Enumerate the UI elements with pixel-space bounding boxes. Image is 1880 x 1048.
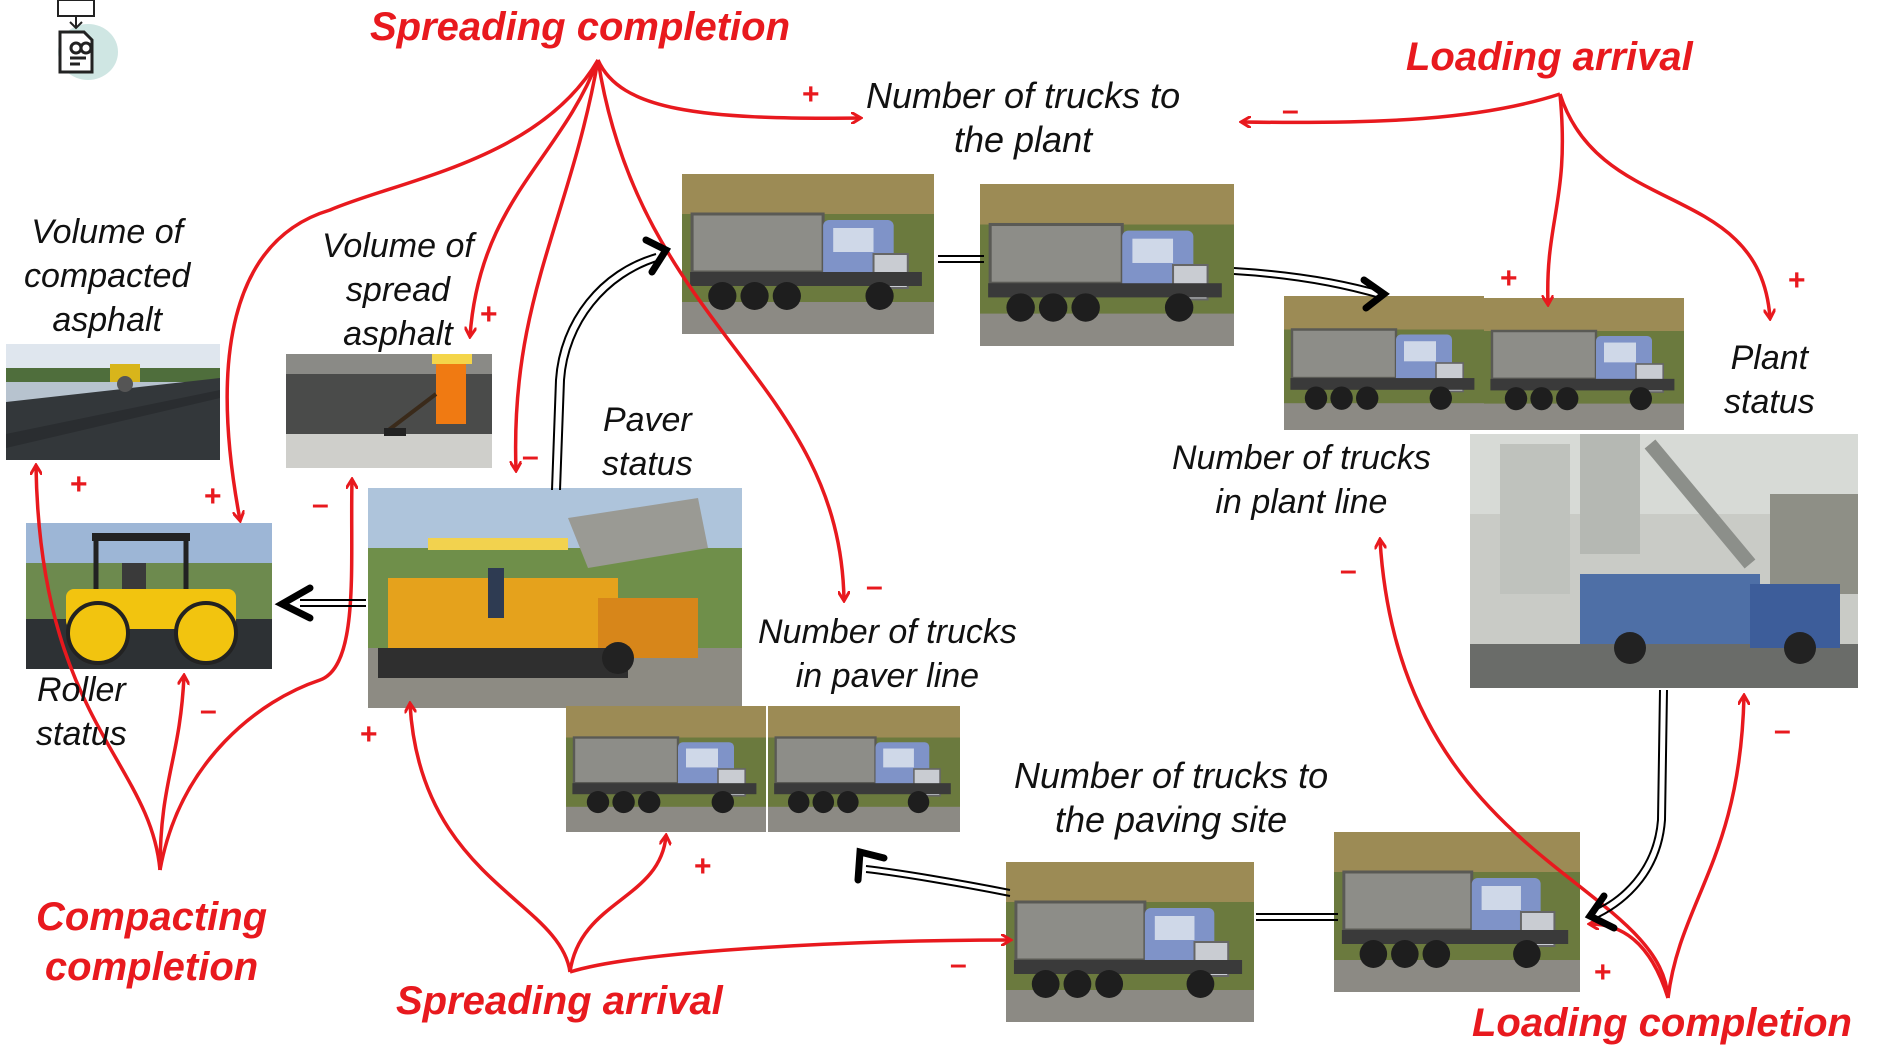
flow-to-paver-line (865, 865, 1011, 891)
sign-plus: + (70, 468, 88, 501)
dump-truck-photo (1284, 296, 1484, 430)
roller-photo (26, 523, 272, 669)
label-paver-line: Number of trucks in paver line (758, 610, 1017, 698)
arrow-sc-spread (470, 59, 600, 336)
sign-minus: – (1282, 94, 1299, 127)
arrow-sa-paver (410, 704, 572, 973)
label-plant-1: Plant (1730, 339, 1809, 377)
label-compacted-2: compacted (24, 257, 191, 295)
dump-truck-photo (980, 184, 1234, 346)
label-spread-2: spread (345, 271, 450, 309)
label-paver-line-2: in paver line (795, 657, 980, 695)
sign-minus: – (1774, 714, 1791, 747)
arrow-cc-spread (158, 480, 352, 871)
arrow-la-trucks-to-plant (1242, 92, 1561, 122)
flow-head-roller (274, 584, 314, 622)
label-plant-2: status (1724, 383, 1815, 421)
arrow-la-plant-line (1548, 93, 1565, 304)
label-trucks-to-site-2: the paving site (1054, 799, 1288, 840)
label-compacted-asphalt: Volume of compacted asphalt (24, 210, 190, 342)
label-roller-2: status (36, 715, 127, 753)
sign-minus: – (1340, 554, 1357, 587)
label-trucks-to-plant-1: Number of trucks to (866, 75, 1181, 116)
event-loading-arrival: Loading arrival (1406, 35, 1693, 79)
label-compacted-1: Volume of (31, 213, 184, 251)
flow-head-plantline (1360, 276, 1390, 312)
flow-head-top (642, 236, 672, 276)
label-trucks-to-plant-2: the plant (953, 119, 1093, 160)
label-spread-1: Volume of (322, 227, 474, 265)
arrow-sc-roller (225, 59, 600, 520)
label-paver-2: status (602, 445, 693, 483)
label-plant-status: Plant status (1724, 336, 1815, 424)
label-spread-asphalt: Volume of spread asphalt (322, 224, 474, 356)
dump-truck-photo (682, 174, 934, 334)
event-compacting-completion: Compacting completion (36, 892, 267, 992)
arrow-lc-plant-line (1380, 540, 1670, 999)
event-loading-completion: Loading completion (1472, 1001, 1852, 1045)
sign-minus: – (522, 440, 539, 473)
label-trucks-to-site-1: Number of trucks to (1014, 755, 1329, 796)
compacted-asphalt-photo (6, 344, 220, 460)
dump-truck-photo (768, 706, 960, 832)
arrow-sc-paver-line (596, 59, 844, 600)
dump-truck-photo (566, 706, 766, 832)
label-plant-line: Number of trucks in plant line (1172, 436, 1431, 524)
label-paver-status: Paver status (602, 398, 693, 486)
label-trucks-to-site: Number of trucks to the paving site (1014, 754, 1328, 842)
label-paver-line-1: Number of trucks (758, 613, 1017, 651)
dump-truck-photo (1484, 298, 1684, 430)
document-flow-icon (40, 0, 130, 92)
sign-plus: + (204, 480, 222, 513)
sign-minus: – (950, 948, 967, 981)
spread-asphalt-photo (286, 354, 492, 468)
arrow-lc-plant-status (1666, 696, 1744, 999)
label-paver-1: Paver (602, 401, 692, 439)
dump-truck-photo (1334, 832, 1580, 992)
event-compacting-line1: Compacting (36, 895, 268, 939)
label-roller-1: Roller (36, 671, 126, 709)
flow-paver-to-trucks (551, 253, 657, 491)
label-compacted-3: asphalt (52, 301, 162, 339)
sign-plus: + (1594, 956, 1612, 989)
arrow-sc-trucks-to-plant (596, 59, 860, 118)
arrow-sc-paver (516, 59, 600, 470)
sign-plus: + (1788, 264, 1806, 297)
sign-plus: + (480, 298, 498, 331)
sign-minus: – (200, 694, 217, 727)
arrow-la-plant-status (1558, 93, 1770, 318)
label-trucks-to-plant: Number of trucks to the plant (866, 74, 1180, 162)
flow-head-sitetruck (1584, 892, 1618, 932)
paver-photo (368, 488, 742, 708)
arrow-cc-roller (158, 676, 184, 871)
dump-truck-photo (1006, 862, 1254, 1022)
arrow-cc-compacted (36, 466, 162, 871)
sign-minus: – (866, 570, 883, 603)
label-plant-line-2: in plant line (1215, 483, 1388, 521)
flow-plant-to-site (1589, 689, 1661, 913)
label-roller-status: Roller status (36, 668, 127, 756)
event-compacting-line2: completion (44, 945, 259, 989)
sign-plus: + (360, 718, 378, 751)
label-plant-line-1: Number of trucks (1172, 439, 1431, 477)
sign-plus: + (694, 850, 712, 883)
flow-head-paverline (854, 847, 888, 884)
sign-plus: + (1500, 262, 1518, 295)
sign-plus: + (802, 78, 820, 111)
arrow-sa-trucks-to-site (569, 940, 1010, 974)
plant-photo (1470, 434, 1858, 688)
sign-minus: – (312, 488, 329, 521)
event-spreading-completion: Spreading completion (370, 5, 791, 49)
arrow-sa-paver-line (568, 836, 666, 973)
label-spread-3: asphalt (343, 315, 453, 353)
event-spreading-arrival: Spreading arrival (396, 979, 723, 1023)
